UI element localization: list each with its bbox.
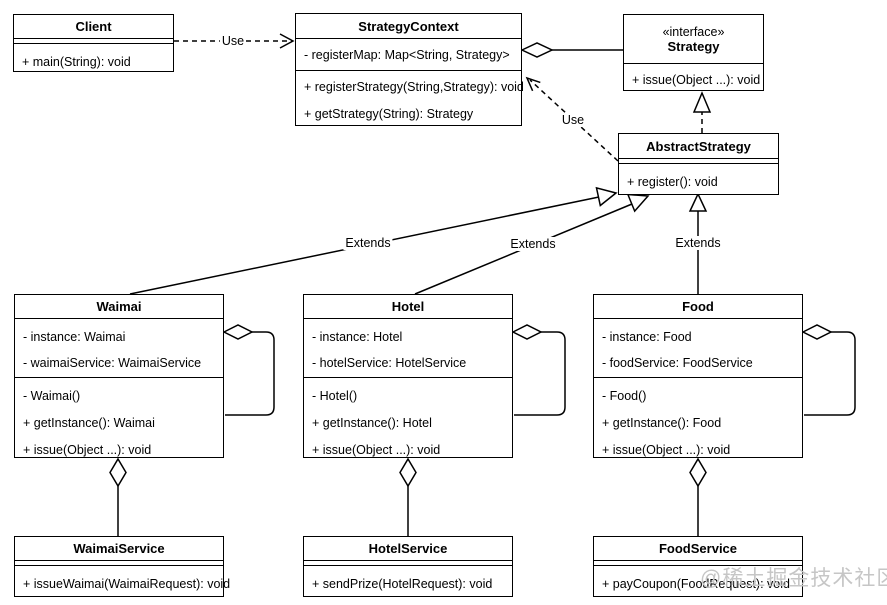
class-waimai-service-name: WaimaiService	[15, 537, 223, 561]
class-abstract-strategy-methods: + register(): void	[619, 164, 778, 194]
field-label: - instance: Hotel	[312, 330, 403, 344]
hotel-extends-triangle	[626, 193, 650, 213]
class-waimai: Waimai - instance: Waimai - waimaiServic…	[14, 294, 224, 458]
class-food: Food - instance: Food - foodService: Foo…	[593, 294, 803, 458]
waimai-self-diamond	[222, 324, 254, 340]
method-label: + sendPrize(HotelRequest): void	[312, 577, 493, 591]
class-food-methods: - Food() + getInstance(): Food + issue(O…	[594, 378, 802, 464]
class-food-service-methods: + payCoupon(FoodRequest): void	[594, 566, 802, 596]
class-abstract-strategy-name: AbstractStrategy	[619, 134, 778, 159]
class-strategy-methods: + issue(Object ...): void	[624, 64, 763, 92]
class-hotel-name: Hotel	[304, 295, 512, 319]
class-hotel: Hotel - instance: Hotel - hotelService: …	[303, 294, 513, 458]
food-extends-label: Extends	[673, 236, 723, 250]
class-food-name: Food	[594, 295, 802, 319]
abstract-strategy-realization-triangle	[692, 91, 712, 113]
class-food-service: FoodService + payCoupon(FoodRequest): vo…	[593, 536, 803, 597]
field-label: - waimaiService: WaimaiService	[23, 356, 202, 370]
class-strategy-context-methods: + registerStrategy(String,Strategy): voi…	[296, 71, 524, 128]
class-hotel-methods: - Hotel() + getInstance(): Hotel + issue…	[304, 378, 512, 464]
class-strategy-context-fields: - registerMap: Map<String, Strategy>	[296, 39, 521, 71]
method-label: + issue(Object ...): void	[602, 443, 731, 457]
waimai-extends-triangle	[595, 186, 618, 207]
food-self-loop	[804, 331, 856, 416]
abstract-use-arrowhead	[525, 76, 541, 92]
class-hotel-service-methods: + sendPrize(HotelRequest): void	[304, 566, 512, 596]
class-abstract-strategy-fields-empty	[619, 159, 778, 164]
class-abstract-strategy: AbstractStrategy + register(): void	[618, 133, 779, 195]
hotel-self-diamond	[511, 324, 543, 340]
class-food-fields: - instance: Food - foodService: FoodServ…	[594, 319, 802, 378]
method-label: + main(String): void	[22, 55, 131, 69]
method-label: + issue(Object ...): void	[632, 73, 761, 87]
method-label: + issue(Object ...): void	[312, 443, 441, 457]
class-hotel-service-name: HotelService	[304, 537, 512, 561]
field-label: - hotelService: HotelService	[312, 356, 467, 370]
class-strategy-context: StrategyContext - registerMap: Map<Strin…	[295, 13, 524, 128]
method-label: + issue(Object ...): void	[23, 443, 152, 457]
method-label: + getInstance(): Hotel	[312, 416, 432, 430]
class-waimai-methods: - Waimai() + getInstance(): Waimai + iss…	[15, 378, 223, 464]
method-label: + registerStrategy(String,Strategy): voi…	[304, 80, 524, 94]
hotel-extends-label: Extends	[508, 237, 558, 251]
abstract-use-dependency-line	[529, 79, 619, 162]
class-waimai-fields: - instance: Waimai - waimaiService: Waim…	[15, 319, 223, 378]
field-label: - instance: Food	[602, 330, 692, 344]
hotel-self-loop	[514, 331, 566, 416]
class-strategy-title-text: Strategy	[667, 38, 720, 54]
field-label: - registerMap: Map<String, Strategy>	[304, 48, 510, 62]
field-label: - instance: Waimai	[23, 330, 126, 344]
field-label: - foodService: FoodService	[602, 356, 753, 370]
interface-stereotype: «interface»	[662, 24, 725, 39]
method-label: - Waimai()	[23, 389, 81, 403]
method-label: + getStrategy(String): Strategy	[304, 107, 474, 121]
food-self-diamond	[801, 324, 833, 340]
client-use-label: Use	[219, 34, 247, 48]
class-waimai-service: WaimaiService + issueWaimai(WaimaiReques…	[14, 536, 231, 597]
food-extends-triangle	[688, 192, 708, 212]
waimai-extends-label: Extends	[343, 236, 393, 250]
class-client: Client + main(String): void	[13, 14, 174, 72]
class-food-service-name: FoodService	[594, 537, 802, 561]
method-label: + register(): void	[627, 175, 718, 189]
class-strategy-name: «interface» Strategy	[624, 15, 763, 64]
context-strategy-aggregation-diamond	[520, 42, 554, 58]
method-label: - Food()	[602, 389, 647, 403]
method-label: + getInstance(): Waimai	[23, 416, 155, 430]
class-client-name: Client	[14, 15, 173, 39]
class-food-service-fields-empty	[594, 561, 802, 566]
method-label: + getInstance(): Food	[602, 416, 722, 430]
juejin-watermark: @稀土掘金技术社区	[700, 567, 887, 590]
class-hotel-service-fields-empty	[304, 561, 512, 566]
class-hotel-service: HotelService + sendPrize(HotelRequest): …	[303, 536, 513, 597]
class-hotel-fields: - instance: Hotel - hotelService: HotelS…	[304, 319, 512, 378]
class-waimai-service-fields-empty	[15, 561, 223, 566]
class-strategy-context-name: StrategyContext	[296, 14, 521, 39]
method-label: + payCoupon(FoodRequest): void	[602, 577, 790, 591]
method-label: - Hotel()	[312, 389, 358, 403]
class-waimai-name: Waimai	[15, 295, 223, 319]
class-client-fields-empty	[14, 39, 173, 44]
abstract-use-label: Use	[559, 113, 587, 127]
method-label: + issueWaimai(WaimaiRequest): void	[23, 577, 231, 591]
class-client-methods: + main(String): void	[14, 44, 173, 74]
waimai-self-loop	[225, 331, 275, 416]
client-use-arrowhead	[279, 33, 295, 49]
class-strategy: «interface» Strategy + issue(Object ...)…	[623, 14, 764, 91]
class-waimai-service-methods: + issueWaimai(WaimaiRequest): void	[15, 566, 231, 596]
